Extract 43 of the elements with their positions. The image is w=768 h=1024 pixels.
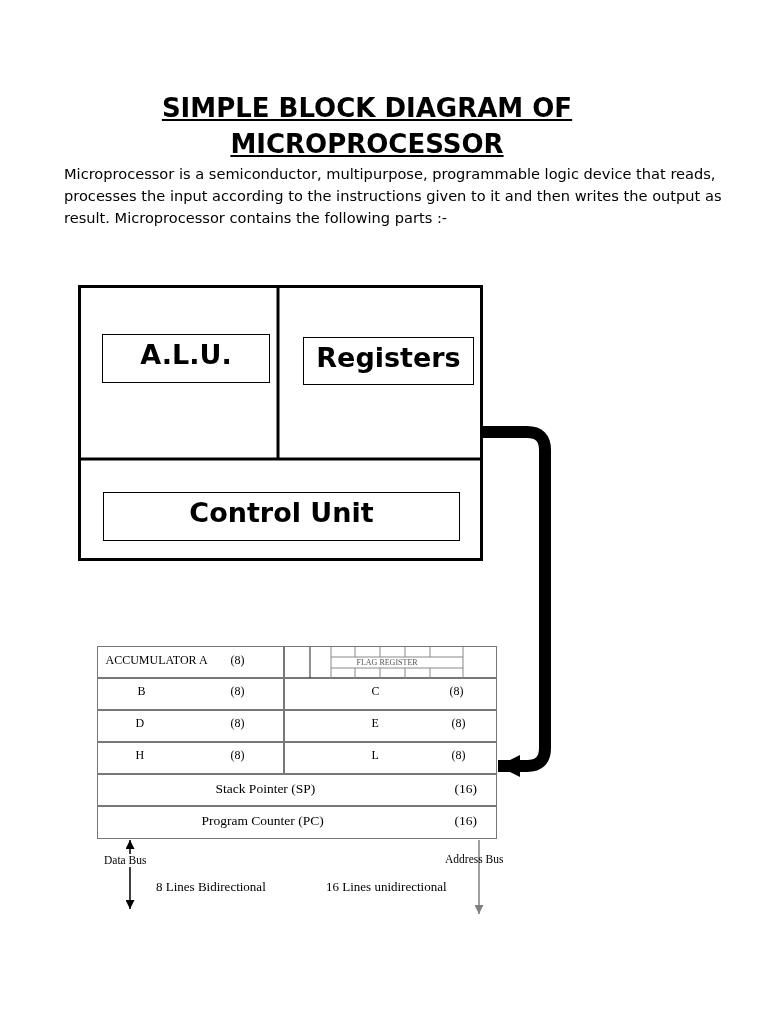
register-name: C	[371, 683, 380, 699]
block-label: A.L.U.	[140, 339, 232, 370]
intro-paragraph: Microprocessor is a semiconductor, multipurpose, programmable logic device that reads, processes the input according to the instructions given to it and then writes the output as result. Microprocessor contains the following parts :-	[64, 164, 723, 228]
register-name: D	[135, 715, 145, 731]
bus-note: 8 Lines Bidirectional	[156, 878, 266, 896]
alu-box	[102, 334, 270, 383]
bus-label: Data Bus	[104, 854, 147, 867]
register-cell	[283, 677, 497, 710]
register-name: E	[371, 715, 379, 731]
register-name: Stack Pointer (SP)	[215, 780, 316, 797]
bus-note: 16 Lines unidirectional	[326, 878, 447, 896]
bit-width: (16)	[454, 812, 477, 829]
register-cell	[96, 709, 284, 742]
arrow	[474, 839, 484, 915]
register-cell	[96, 645, 284, 678]
register-name: ACCUMULATOR A	[105, 652, 208, 668]
register-cell	[283, 741, 497, 774]
register-name: Program Counter (PC)	[201, 812, 324, 829]
connector-arrow	[483, 426, 551, 777]
register-cell	[96, 741, 284, 774]
bit-width: (8)	[230, 715, 245, 731]
processor-block	[78, 285, 483, 561]
bit-width: (8)	[449, 683, 464, 699]
flag-register-cell	[283, 645, 497, 678]
block-label: Registers	[316, 342, 461, 373]
register-cell	[96, 677, 284, 710]
block-label: Control Unit	[189, 497, 374, 528]
bit-width: (8)	[451, 747, 466, 763]
register-name: H	[135, 747, 145, 763]
flag-register-label: FLAG REGISTER	[356, 657, 418, 667]
bus-label: Address Bus	[445, 852, 504, 867]
register-cell	[283, 709, 497, 742]
bit-width: (8)	[230, 747, 245, 763]
register-name: B	[137, 683, 146, 699]
bit-width: (8)	[230, 683, 245, 699]
registers-box	[303, 337, 474, 385]
control-unit-box	[103, 492, 460, 541]
register-cell	[96, 773, 497, 806]
register-name: L	[371, 747, 379, 763]
bit-width: (8)	[451, 715, 466, 731]
bit-width: (8)	[230, 652, 245, 668]
page-title: SIMPLE BLOCK DIAGRAM OF MICROPROCESSOR	[160, 92, 574, 162]
bit-width: (16)	[454, 780, 477, 797]
